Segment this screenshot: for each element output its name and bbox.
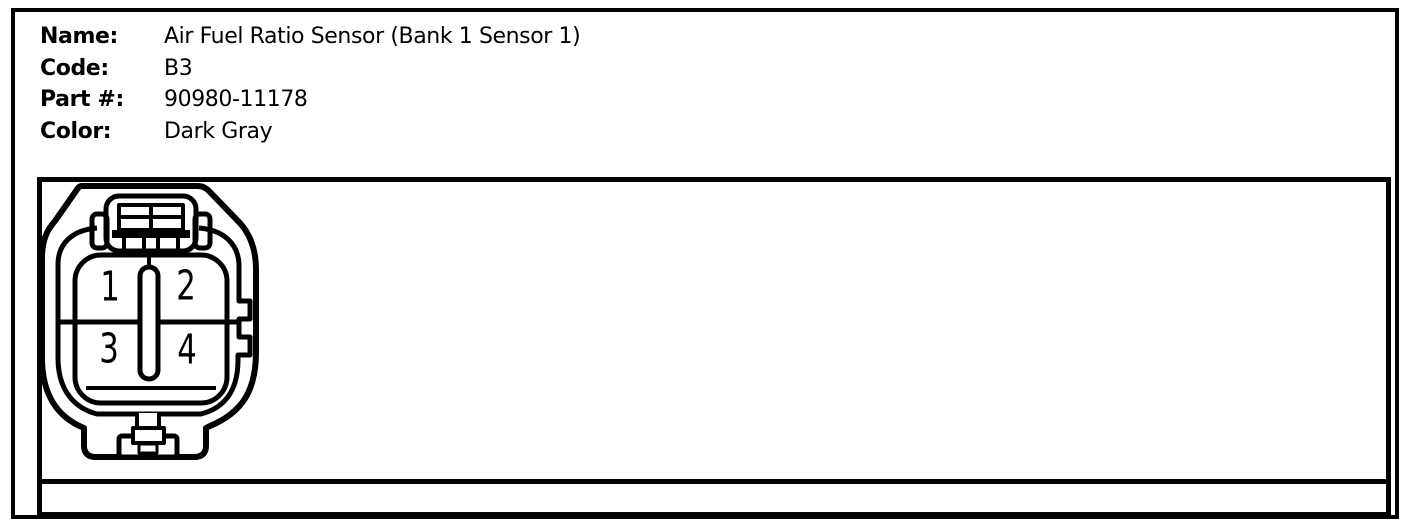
info-row-color: Color: Dark Gray xyxy=(40,116,940,148)
name-value: Air Fuel Ratio Sensor (Bank 1 Sensor 1) xyxy=(164,24,581,49)
part-number-value: 90980-11178 xyxy=(164,87,308,112)
color-label: Color: xyxy=(40,118,112,144)
info-row-code: Code: B3 xyxy=(40,53,940,85)
code-value: B3 xyxy=(164,55,193,81)
notes-row xyxy=(37,484,1391,517)
pin-1-label: 1 xyxy=(100,262,120,311)
connector-outline-drawing xyxy=(42,183,259,460)
connector-info-header: Name: Air Fuel Ratio Sensor (Bank 1 Sens… xyxy=(40,21,940,147)
color-value: Dark Gray xyxy=(164,118,273,144)
page-border xyxy=(11,8,1399,519)
part-number-label: Part #: xyxy=(40,87,124,112)
code-label: Code: xyxy=(40,55,109,81)
pin-2-label: 2 xyxy=(176,261,196,310)
connector-diagram-box: 1 2 3 4 xyxy=(37,177,1391,484)
pin-4-label: 4 xyxy=(177,325,197,374)
info-row-part: Part #: 90980-11178 xyxy=(40,84,940,116)
connector-pinout-drawing: 1 2 3 4 xyxy=(42,182,282,472)
name-label: Name: xyxy=(40,24,118,49)
pin-3-label: 3 xyxy=(99,324,119,373)
info-row-name: Name: Air Fuel Ratio Sensor (Bank 1 Sens… xyxy=(40,21,940,53)
